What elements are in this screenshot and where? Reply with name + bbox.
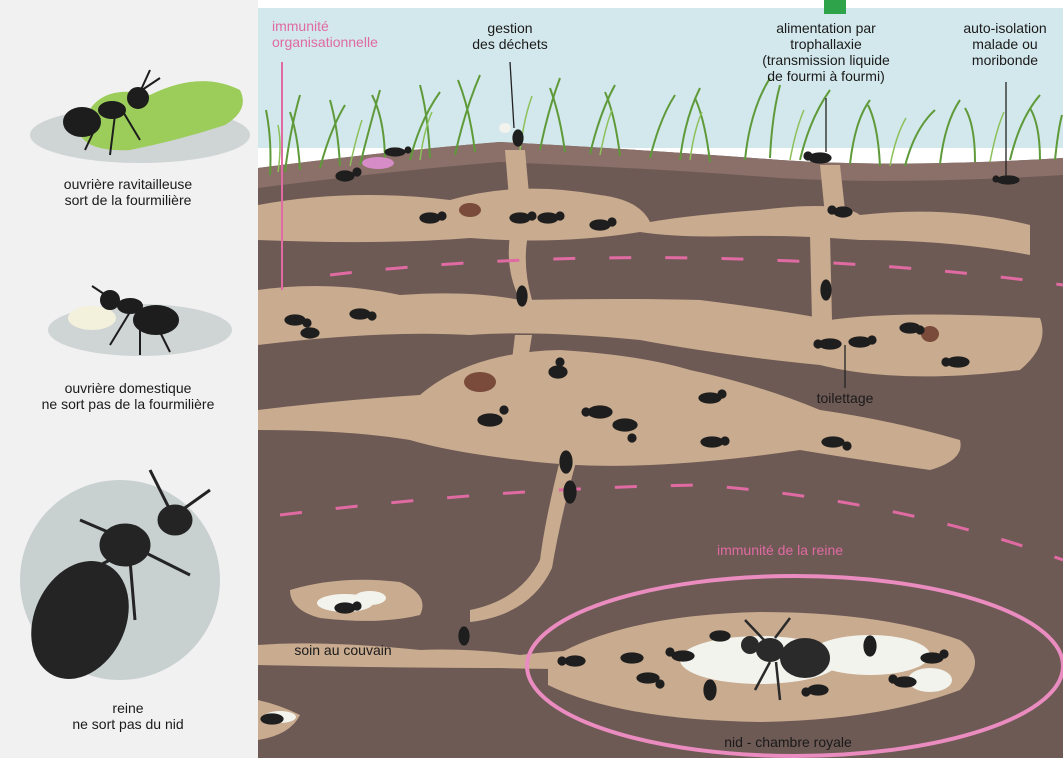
trophallaxis-line-1: alimentation par — [746, 20, 906, 36]
ant-icon — [513, 130, 523, 146]
immunity-line-1: immunité — [272, 18, 378, 34]
queen-title: reine — [28, 700, 228, 716]
domestic-caption: ouvrière domestique ne sort pas de la fo… — [18, 380, 238, 412]
waste-management-label: gestion des déchets — [462, 20, 558, 52]
trophallaxis-line-4: de fourmi à fourmi) — [746, 68, 906, 84]
ant-icon — [864, 636, 876, 656]
isolation-line-2: malade ou — [952, 36, 1058, 52]
ant-icon — [704, 680, 716, 700]
ant-icon — [821, 280, 831, 300]
ant-icon — [621, 653, 643, 663]
forager-subtitle: sort de la fourmilière — [28, 192, 228, 208]
queen-immunity-label: immunité de la reine — [690, 542, 870, 558]
sky — [258, 8, 1063, 148]
corner-marker — [824, 0, 846, 14]
ant-icon — [710, 631, 730, 641]
waste-line-2: des déchets — [462, 36, 558, 52]
isolation-line-1: auto-isolation — [952, 20, 1058, 36]
ant-icon — [459, 627, 469, 645]
royal-chamber-label: nid - chambre royale — [678, 734, 898, 750]
ant-icon — [814, 339, 841, 349]
ant-icon — [942, 357, 969, 367]
larva-icon — [362, 157, 394, 169]
ant-icon — [517, 286, 527, 306]
ant-icon — [261, 714, 283, 724]
ant-icon — [558, 656, 585, 666]
ant-icon — [804, 152, 831, 163]
queen-caption: reine ne sort pas du nid — [28, 700, 228, 732]
immunity-line-2: organisationnelle — [272, 34, 378, 50]
brood-care-label: soin au couvain — [280, 642, 406, 658]
ant-icon — [301, 328, 319, 338]
trophallaxis-line-2: trophallaxie — [746, 36, 906, 52]
ant-icon — [701, 437, 729, 447]
isolation-line-3: moribonde — [952, 52, 1058, 68]
self-isolation-label: auto-isolation malade ou moribonde — [952, 20, 1058, 68]
grooming-label: toilettage — [805, 390, 885, 406]
ant-icon — [582, 406, 612, 418]
domestic-title: ouvrière domestique — [18, 380, 238, 396]
organisational-immunity-label: immunité organisationnelle — [272, 18, 378, 50]
forager-title: ouvrière ravitailleuse — [28, 176, 228, 192]
forager-caption: ouvrière ravitailleuse sort de la fourmi… — [28, 176, 228, 208]
trophallaxis-label: alimentation par trophallaxie (transmiss… — [746, 20, 906, 84]
ant-icon — [560, 451, 572, 473]
ant-icon — [564, 481, 576, 503]
waste-line-1: gestion — [462, 20, 558, 36]
trophallaxis-line-3: (transmission liquide — [746, 52, 906, 68]
queen-subtitle: ne sort pas du nid — [28, 716, 228, 732]
domestic-subtitle: ne sort pas de la fourmilière — [18, 396, 238, 412]
